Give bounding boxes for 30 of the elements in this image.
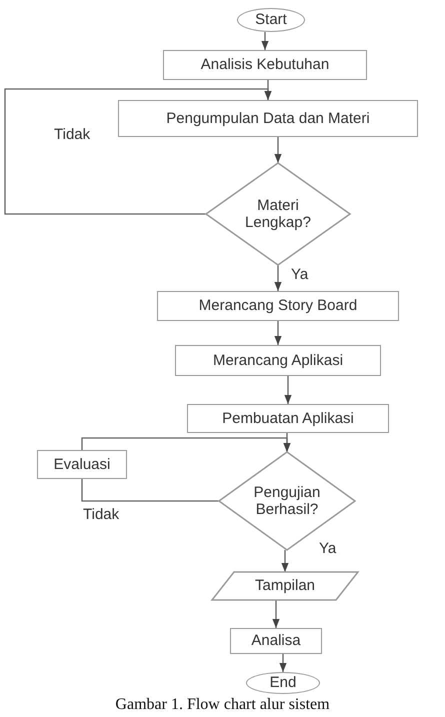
process-box [230,628,322,654]
node-label: Merancang Aplikasi [212,352,344,370]
process-box [175,345,381,376]
arrow [274,265,282,291]
arrow [274,137,282,163]
arrow [279,654,287,672]
node-label: Evaluasi [54,456,110,474]
arrow [261,32,269,50]
process-box [163,50,367,80]
arrow [284,376,292,404]
process-box [157,291,399,321]
arrow [272,600,280,628]
arrow [81,437,291,452]
arrow [4,88,272,215]
node-label: Pengumpulan Data dan Materi [166,110,370,128]
arrow [274,321,282,345]
node-label: Materi Lengkap? [244,196,312,232]
process-box [37,450,127,479]
node-label: Pengujian Berhasil? [252,484,322,518]
process-box [187,404,389,433]
figure-caption: Gambar 1. Flow chart alur sistem [114,696,331,714]
node-label: Merancang Story Board [198,297,358,315]
node-label: End [270,674,296,692]
node-label: Analisa [251,632,301,650]
arrow [281,550,289,572]
node-label: Analisis Kebutuhan [200,56,330,74]
process-box [118,100,418,137]
node-label: Pembuatan Aplikasi [222,410,354,428]
node-label: Tampilan [254,577,316,595]
node-label: Start [255,11,287,29]
